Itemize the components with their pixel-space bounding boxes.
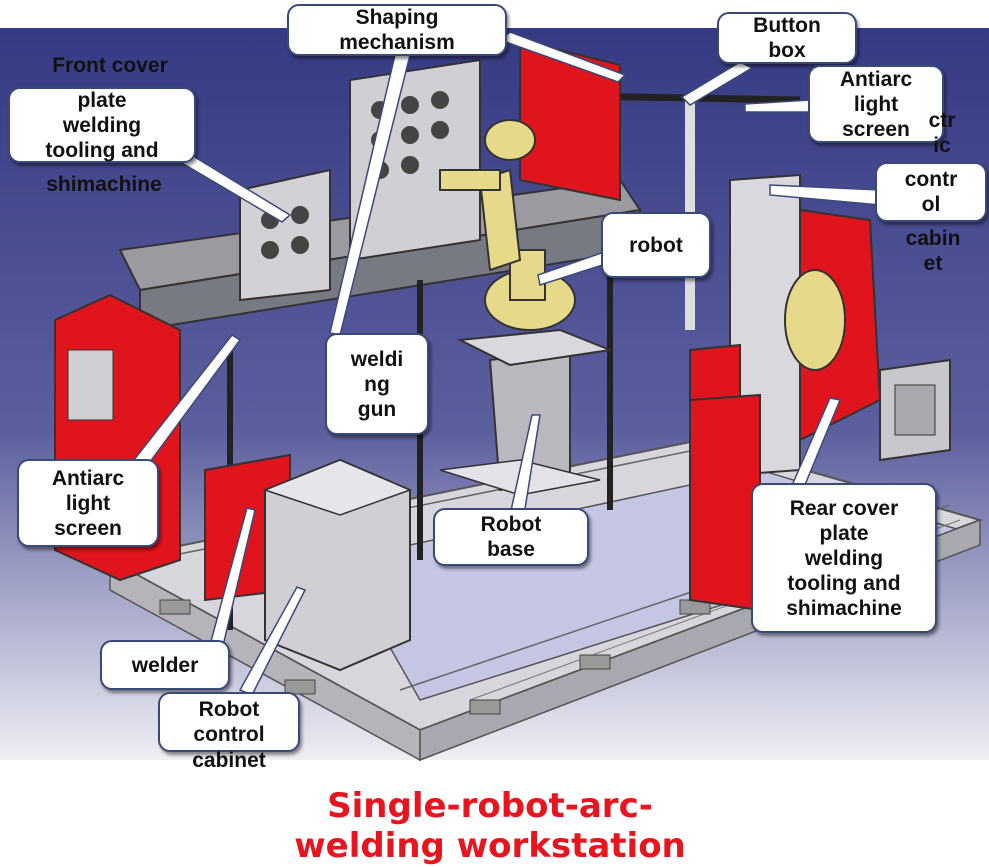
label-welding-gun: weldi ng gun [325,333,429,435]
label-robot-control-cabinet-overflow: cabinet [192,749,266,772]
label-front-cover-plate: plate welding tooling and [8,87,196,163]
label-front-cover-overflow-top: Front cover [52,54,168,77]
label-rear-cover-plate: Rear cover plate welding tooling and shi… [751,483,937,633]
label-robot: robot [601,212,711,278]
label-front-cover-overflow-bottom: shimachine [46,173,162,196]
label-button-box: Button box [717,12,857,64]
label-antiarc-light-screen-left: Antiarc light screen [17,459,159,547]
label-robot-base: Robot base [433,508,589,566]
rear-positioner [689,173,951,612]
label-electric-control-cabinet-overflow-bottom: cabin et [905,227,961,275]
label-antiarc-light-screen-top: Antiarc light screen [808,65,944,143]
label-shaping-mechanism: Shaping mechanism [287,4,507,56]
label-welder: welder [100,640,230,690]
figure-caption: Single-robot-arc- welding workstation [294,786,686,866]
label-electric-control-cabinet-overflow-top: ctr ic [928,109,956,157]
robot-arm [439,119,576,331]
label-robot-control-cabinet: Robot control [158,692,300,752]
label-electric-control-cabinet: contr ol [875,162,987,222]
